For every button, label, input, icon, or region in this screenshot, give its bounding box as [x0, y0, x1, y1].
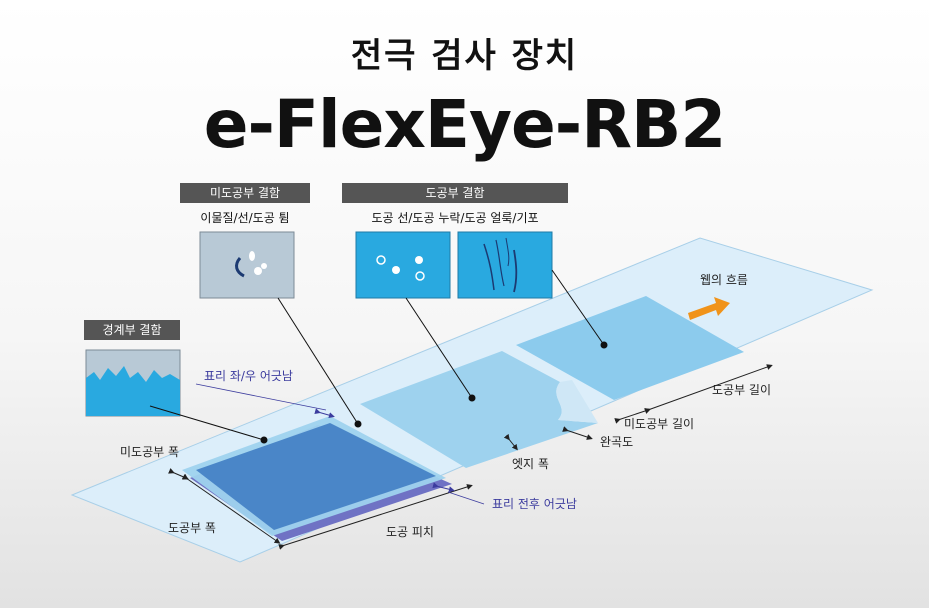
coated-defect-streak: [483, 243, 495, 291]
uncoated-defect-spot: [261, 263, 267, 269]
edge-width-label: 엣지 폭: [512, 457, 549, 471]
uncoated-defect-spot: [249, 251, 255, 261]
coated-defect-bubble: [415, 271, 425, 281]
dimension-uncoat-length: [614, 408, 651, 424]
coat-area-middle: [360, 351, 598, 468]
coated-defect-streak: [513, 249, 518, 293]
leader-line: [405, 297, 473, 399]
coat-pitch-label: 도공 피치: [386, 525, 434, 539]
coated-defect-sample-spots: [355, 231, 451, 299]
page-subtitle: 전극 검사 장치: [350, 36, 579, 76]
coated-defect-caption: 도공 선/도공 누락/도공 얼룩/기포: [371, 211, 538, 225]
coat-width-label: 도공부 폭: [168, 521, 216, 535]
coated-defect-streak: [495, 239, 505, 287]
misalign-fb-leader: [447, 491, 485, 505]
uncoated-defect-spot: [254, 267, 262, 275]
uncoat-width-label: 미도공부 폭: [120, 445, 179, 459]
uncoated-defect-caption: 이물질/선/도공 튐: [200, 211, 289, 225]
dimension-misalign-lr: [314, 408, 335, 419]
coated-defect-spot: [415, 256, 423, 264]
uncoated-defect-line-mark: [235, 257, 245, 278]
leader-dot: [260, 436, 268, 444]
leader-line: [149, 405, 265, 441]
leader-line: [551, 269, 605, 346]
dimension-edge-width: [503, 433, 518, 451]
misalign-lr-leader: [195, 383, 327, 411]
misalign-fb-label: 표리 전후 어긋남: [492, 497, 577, 511]
uncoat-length-label: 미도공부 길이: [624, 417, 694, 431]
coat-area-far: [516, 296, 744, 400]
web-flow-label: 웹의 흐름: [700, 273, 748, 287]
leader-dot: [600, 341, 608, 349]
dimension-coat-pitch: [278, 484, 473, 550]
leader-dot: [354, 420, 362, 428]
uncoated-defect-header: [180, 183, 310, 203]
dimension-misalign-fb: [432, 482, 455, 493]
misalign-lr-label: 표리 좌/우 어긋남: [204, 369, 293, 383]
boundary-defect-header-text: 경계부 결함: [102, 323, 161, 337]
boundary-defect-edge: [86, 366, 180, 416]
uncoated-defect-header-text: 미도공부 결함: [210, 186, 280, 200]
dimension-coat-length: [644, 364, 773, 414]
product-title: e-FlexEye-RB2: [203, 86, 727, 163]
coated-defect-sample-streaks: [457, 231, 553, 299]
coat-length-label: 도공부 길이: [712, 383, 771, 397]
coated-defect-bubble: [376, 255, 386, 265]
coated-defect-header-text: 도공부 결함: [425, 186, 484, 200]
leader-dot: [468, 394, 476, 402]
coated-defect-streak: [505, 237, 510, 267]
dimension-completeness: [562, 426, 593, 440]
coated-defect-spot: [392, 266, 400, 274]
web-flow-arrow: [688, 297, 730, 320]
dimension-coat-width: [181, 473, 281, 544]
coated-defect-header: [342, 183, 568, 203]
completeness-label: 완곡도: [600, 435, 633, 449]
boundary-defect-header: [84, 320, 180, 340]
leader-line: [277, 297, 359, 425]
uncoated-defect-sample: [199, 231, 295, 299]
coat-area-middle-defect: [556, 380, 598, 423]
